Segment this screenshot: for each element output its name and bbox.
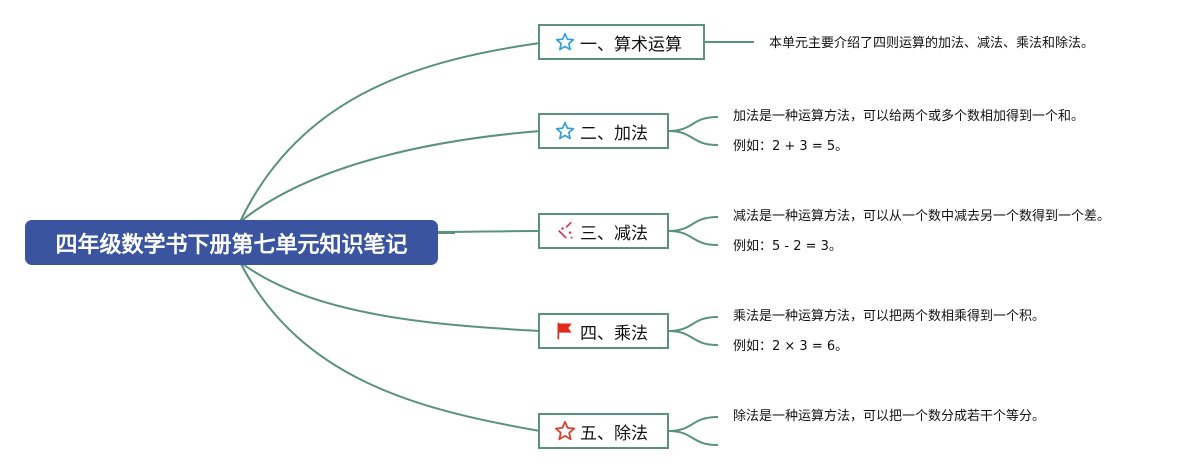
- root-title: 四年级数学书下册第七单元知识笔记: [55, 232, 408, 258]
- connector-root-topic-2: [239, 130, 541, 223]
- connector-root-topic-4: [239, 261, 541, 332]
- red-flag-icon: [554, 320, 576, 342]
- note-arithmetic-intro: 本单元主要介绍了四则运算的加法、减法、乘法和除法。: [769, 36, 1095, 51]
- topic-arithmetic[interactable]: 一、算术运算: [538, 24, 705, 60]
- connector-topic-2-notes: [667, 116, 719, 146]
- sparkle-icon: [554, 220, 576, 242]
- topic-label: 五、除法: [580, 423, 648, 444]
- note-subtraction-example: 例如：5 - 2 = 3。: [733, 239, 842, 254]
- note-addition-definition: 加法是一种运算方法，可以给两个或多个数相加得到一个和。: [733, 109, 1085, 124]
- topic-multiplication[interactable]: 四、乘法: [538, 313, 669, 349]
- note-multiplication-example: 例如：2 × 3 = 6。: [733, 339, 849, 354]
- topic-subtraction[interactable]: 三、减法: [538, 213, 669, 249]
- connector-topic-4-notes: [667, 316, 719, 346]
- star-outline-blue-icon: [554, 31, 576, 53]
- root-topic[interactable]: 四年级数学书下册第七单元知识笔记: [25, 220, 438, 265]
- connector-root-topic-3: [437, 230, 541, 233]
- connector-topic-5-notes: [667, 416, 719, 446]
- topic-addition[interactable]: 二、加法: [538, 113, 669, 149]
- topic-label: 二、加法: [580, 123, 648, 144]
- topic-label: 四、乘法: [580, 323, 648, 344]
- connector-topic-3-notes: [667, 216, 719, 246]
- topic-label: 一、算术运算: [580, 34, 682, 55]
- note-subtraction-definition: 减法是一种运算方法，可以从一个数中减去另一个数得到一个差。: [733, 209, 1111, 224]
- star-outline-red-icon: [554, 420, 576, 442]
- topic-label: 三、减法: [580, 223, 648, 244]
- note-division-definition: 除法是一种运算方法，可以把一个数分成若干个等分。: [733, 409, 1046, 424]
- star-outline-blue-icon: [554, 120, 576, 142]
- note-multiplication-definition: 乘法是一种运算方法，可以把两个数相乘得到一个积。: [733, 309, 1046, 324]
- connector-root-topic-5: [239, 261, 541, 432]
- note-addition-example: 例如：2 + 3 = 5。: [733, 139, 849, 154]
- connector-root-topic-1: [239, 42, 541, 234]
- topic-division[interactable]: 五、除法: [538, 413, 669, 449]
